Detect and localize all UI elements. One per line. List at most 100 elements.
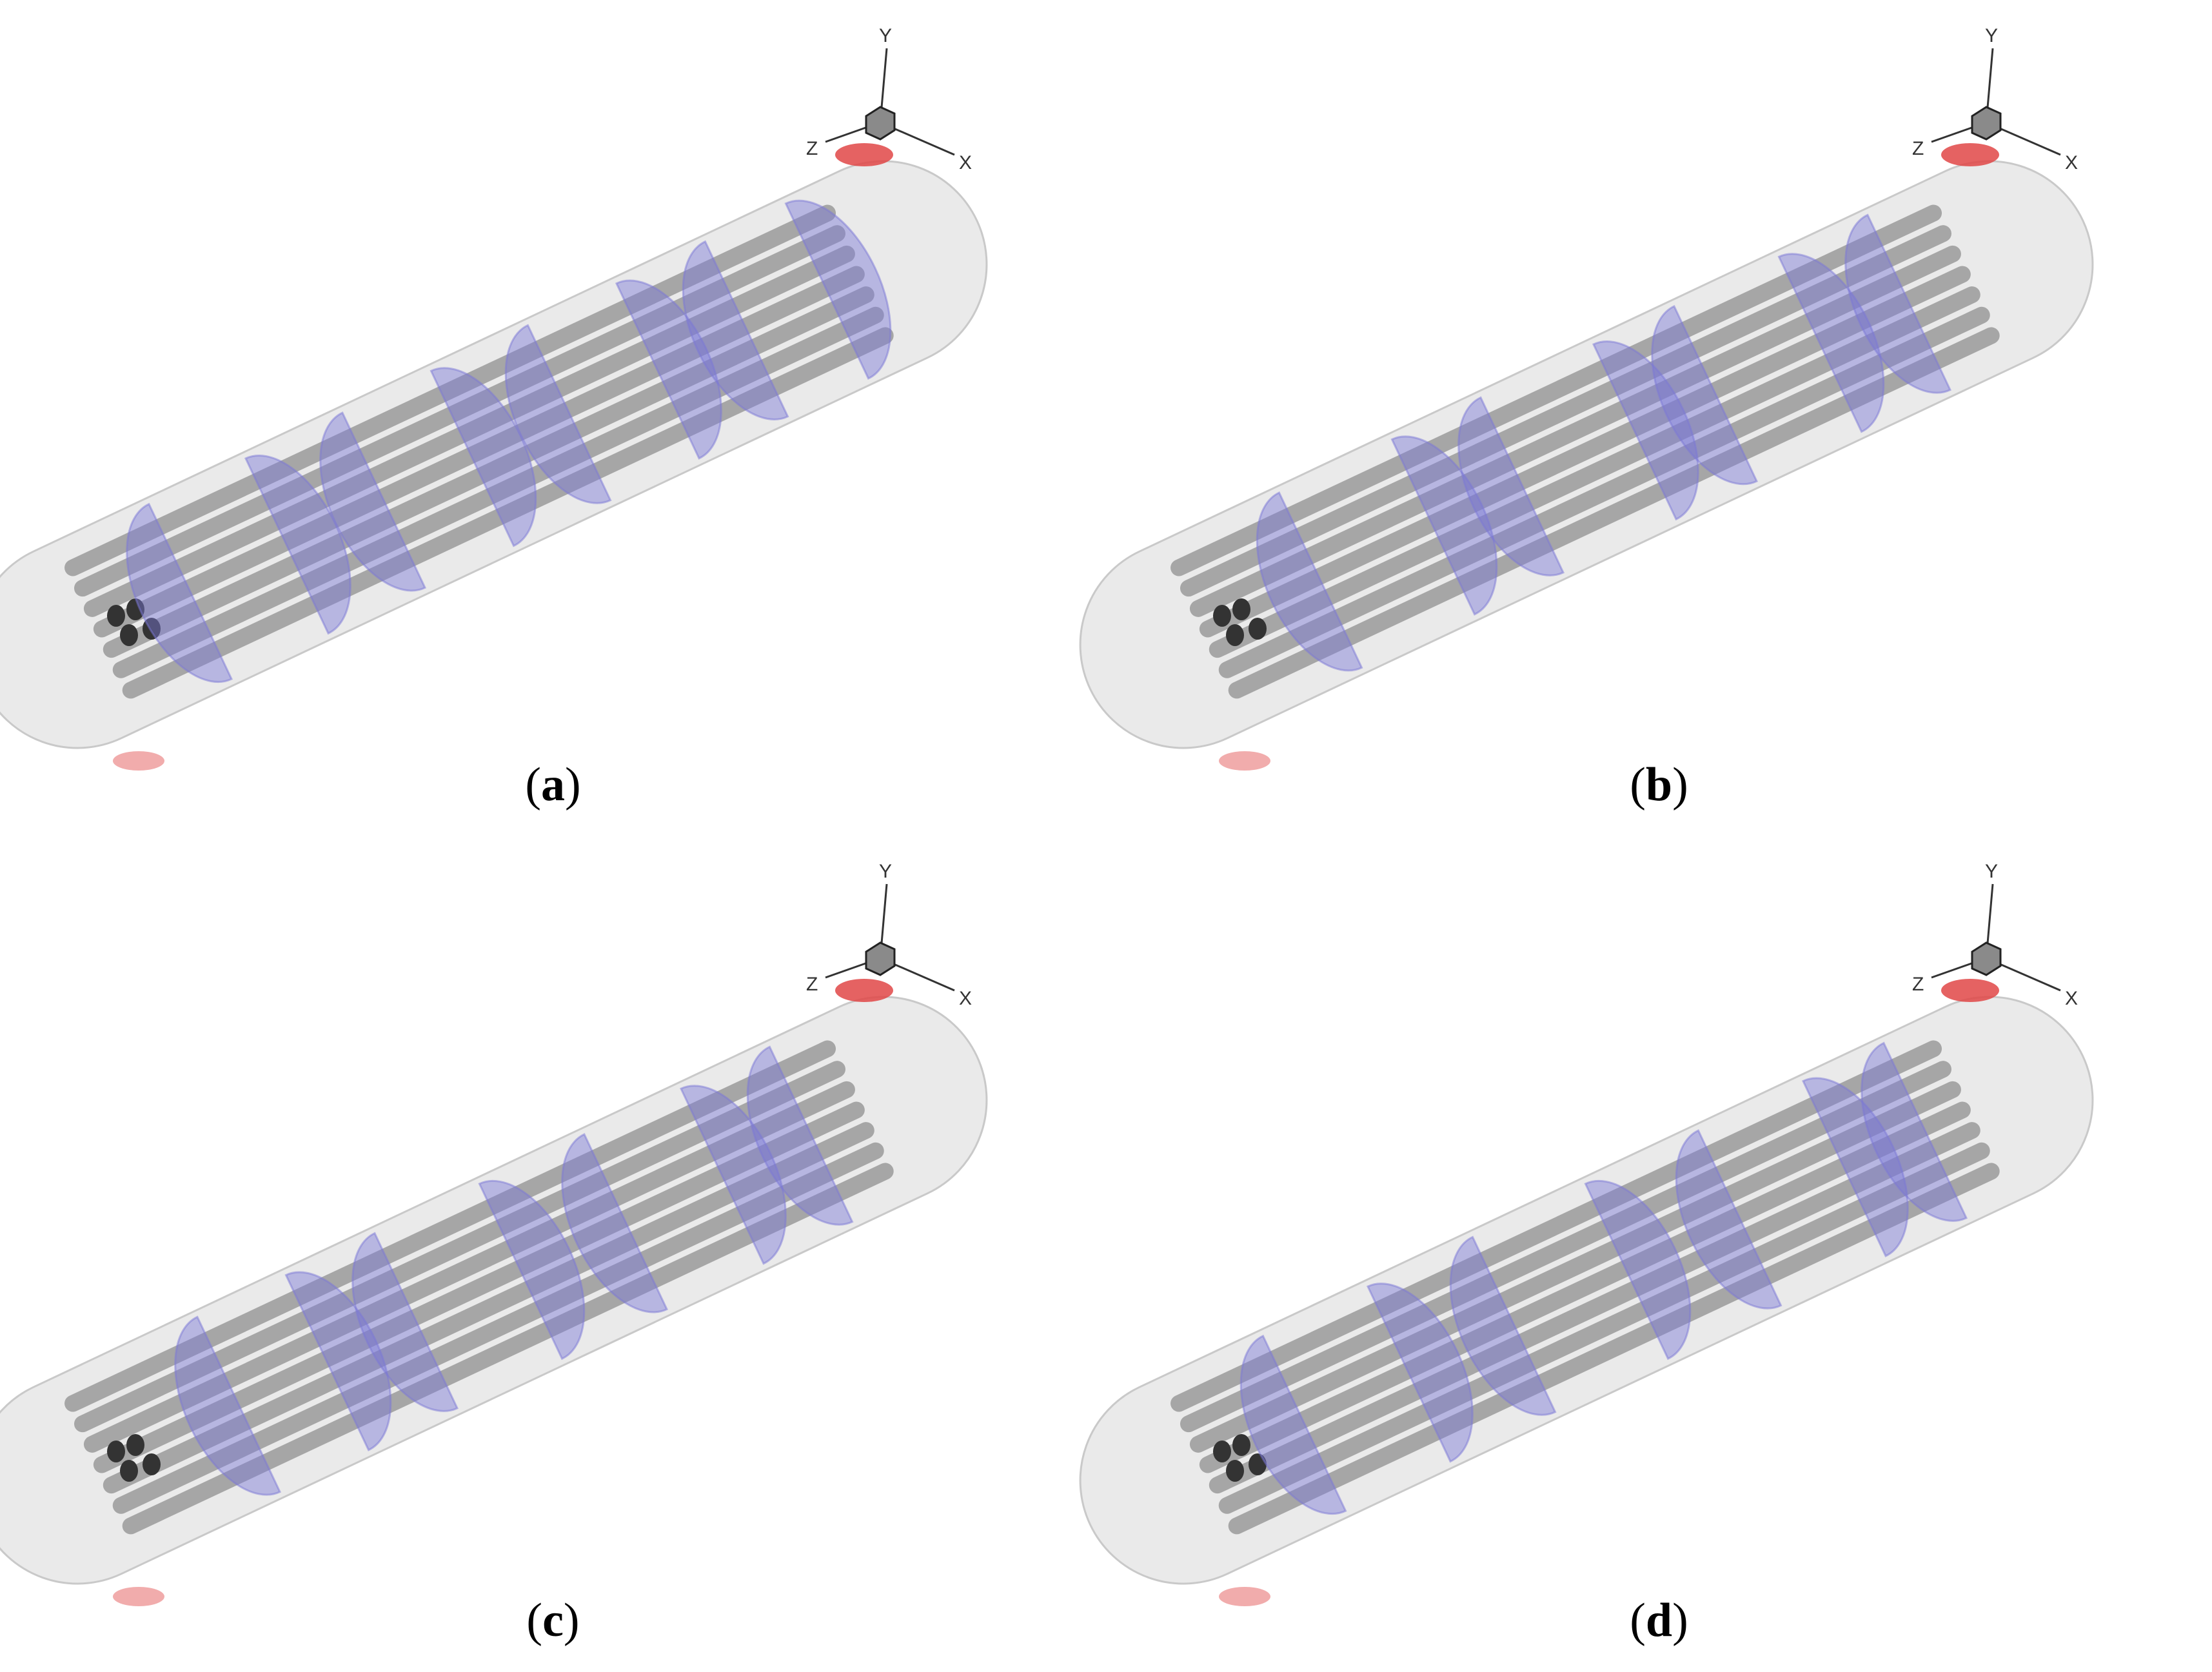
tube: [64, 1040, 836, 1412]
tube: [93, 1101, 865, 1473]
nozzles: [113, 979, 893, 1606]
tube: [103, 286, 874, 658]
panel-caption-letter: b: [1645, 758, 1673, 811]
inlet-nozzle: [113, 1587, 164, 1606]
baffle: [1801, 1077, 1909, 1257]
y-axis-label: Y: [879, 25, 892, 46]
tube: [1180, 1061, 1951, 1433]
baffle: [1390, 435, 1498, 616]
nozzles: [1219, 979, 1999, 1606]
tube: [83, 245, 855, 617]
baffle: [1651, 304, 1759, 486]
heat-exchanger-b: Y X Z: [1080, 25, 2093, 771]
tube-end: [107, 605, 125, 627]
baffle: [351, 1232, 459, 1412]
panel-d: Y X Z (d): [1080, 836, 2212, 1671]
axis-cube-icon: [1971, 941, 2002, 976]
tube-end: [1226, 1460, 1244, 1482]
tube: [122, 327, 894, 699]
tube-end: [126, 1434, 144, 1456]
tube: [1228, 327, 2000, 699]
baffle: [746, 1045, 854, 1226]
axis-triad: YXZ: [806, 25, 972, 173]
baffle: [504, 324, 612, 504]
outlet-nozzle: [1941, 143, 1999, 166]
inlet-nozzle: [1219, 1587, 1270, 1606]
z-axis-label: Z: [1912, 138, 1924, 159]
panel-b: Y X Z (b): [1080, 0, 2212, 836]
tube-end: [107, 1441, 125, 1462]
axis-cube-icon: [1971, 106, 2002, 141]
baffle: [1592, 340, 1699, 521]
baffle: [1256, 491, 1363, 672]
tube-end: [1232, 598, 1250, 620]
tube-end: [1226, 624, 1244, 646]
tube-end: [1213, 1441, 1231, 1462]
y-axis-label: Y: [1985, 25, 1998, 46]
tube: [74, 225, 845, 597]
baffle: [284, 1271, 392, 1451]
baffle: [682, 240, 789, 420]
baffles: [1239, 1041, 1968, 1515]
nozzles: [113, 143, 893, 771]
tube: [83, 1081, 855, 1453]
tube: [1218, 306, 1990, 678]
axis-triad: Y X Z: [1912, 861, 2078, 1009]
panel-caption-letter: c: [542, 1594, 564, 1647]
x-axis-label: X: [2065, 152, 2078, 173]
tube: [112, 306, 884, 678]
z-axis-label: Z: [1912, 974, 1924, 995]
axis-triad: Y X Z: [1912, 25, 2078, 173]
baffle: [1777, 253, 1885, 433]
tube-bundle: [64, 204, 894, 699]
tube-end: [120, 1460, 138, 1482]
tube: [1199, 1101, 1971, 1473]
axis-cube-icon: [865, 106, 896, 141]
outlet-nozzle: [835, 143, 893, 166]
axis-cube-icon: [865, 941, 896, 976]
tube-end: [1232, 1434, 1250, 1456]
tube: [1180, 225, 1951, 597]
tube-bundle: [1170, 1040, 2000, 1535]
baffle: [561, 1133, 669, 1313]
axis-triad: YXZ: [806, 861, 972, 1009]
tube-end: [143, 1453, 161, 1475]
baffle: [1457, 396, 1565, 576]
baffle: [1366, 1283, 1474, 1463]
nozzles: [1219, 143, 1999, 771]
baffle: [1239, 1334, 1347, 1515]
tube: [93, 266, 865, 638]
tube: [1228, 1163, 2000, 1535]
baffle: [126, 502, 233, 684]
heat-exchanger-d: Y X Z: [1080, 861, 2093, 1606]
panel-caption: (d): [1630, 1594, 1688, 1647]
tube-ends: [1213, 1434, 1267, 1482]
baffles: [174, 1045, 854, 1496]
tube: [1170, 204, 1942, 576]
baffle: [1449, 1235, 1557, 1416]
tube: [74, 1061, 845, 1433]
x-axis-label: X: [959, 988, 972, 1009]
baffle: [1584, 1179, 1692, 1361]
y-axis-label: Y: [1985, 861, 1998, 882]
baffle: [1861, 1041, 1968, 1222]
panel-caption: (b): [1630, 758, 1688, 811]
tube-bundle: [1170, 204, 2000, 699]
x-axis-label: X: [2065, 988, 2078, 1009]
tube-ends: [107, 598, 161, 646]
panel-caption: (a): [525, 758, 581, 811]
baffle: [679, 1085, 787, 1265]
tube-bundle: [64, 1040, 894, 1535]
baffle: [478, 1179, 586, 1361]
tube-end: [1249, 618, 1267, 640]
outlet-nozzle: [835, 979, 893, 1002]
tube: [103, 1122, 874, 1494]
tube: [1189, 245, 1961, 617]
tube: [122, 1163, 894, 1535]
baffle: [174, 1315, 282, 1496]
tube: [1189, 1081, 1961, 1453]
baffle: [1675, 1129, 1782, 1310]
baffles: [126, 199, 892, 684]
